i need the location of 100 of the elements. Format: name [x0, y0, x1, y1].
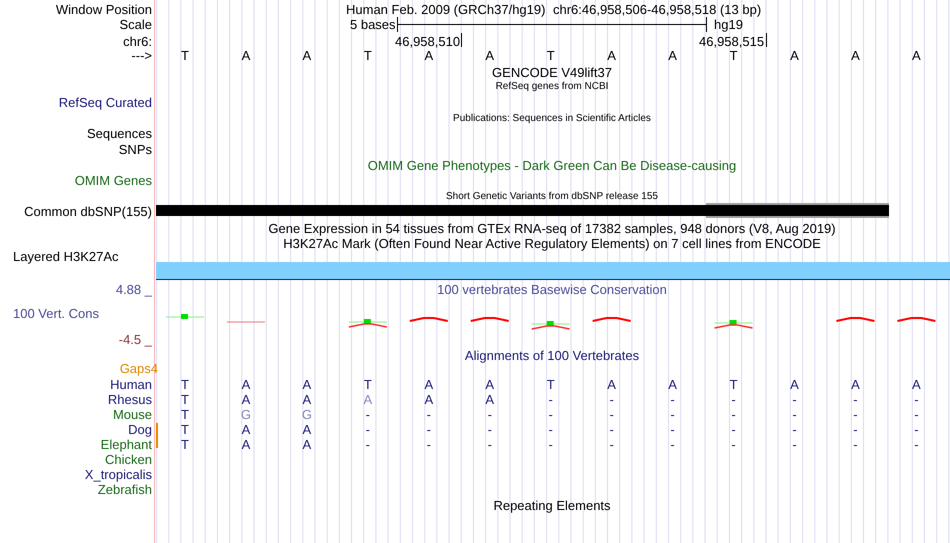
base-letter: A: [790, 49, 799, 62]
alignment-base: G: [240, 408, 251, 421]
position-label: 46,958,510: [395, 35, 460, 48]
alignment-base: A: [668, 378, 677, 391]
alignment-base: -: [670, 393, 675, 406]
base-letter: T: [364, 49, 372, 62]
alignment-base: T: [181, 408, 189, 421]
assembly-label: hg19: [714, 18, 743, 31]
alignment-base: A: [485, 393, 494, 406]
alignment-base: T: [546, 378, 555, 391]
base-letter: A: [424, 49, 434, 62]
alignment-base: A: [302, 423, 312, 436]
alignment-base: -: [792, 408, 797, 421]
track-title: Repeating Elements: [493, 499, 611, 512]
alignment-base: -: [792, 438, 797, 451]
alignment-base: -: [609, 393, 614, 406]
track-title: RefSeq genes from NCBI: [496, 82, 608, 92]
species-label: Human: [110, 378, 152, 391]
alignment-base: T: [181, 378, 189, 391]
alignment-base: -: [426, 408, 431, 421]
alignment-base: -: [548, 408, 553, 421]
track-title: Alignments of 100 Vertebrates: [464, 349, 640, 362]
row-label: Window Position: [56, 3, 152, 16]
strand-arrow-label: --->: [131, 49, 152, 62]
track-label: Layered H3K27Ac: [13, 250, 119, 263]
axis-label: -4.5 _: [118, 333, 152, 346]
track-title: GENCODE V49lift37: [492, 66, 612, 79]
alignment-base: -: [488, 423, 492, 436]
track-title: Publications: Sequences in Scientific Articles: [453, 114, 651, 124]
alignment-base: T: [181, 438, 189, 451]
base-letter: A: [607, 49, 616, 62]
alignment-base: -: [426, 423, 431, 436]
alignment-base: A: [424, 378, 434, 391]
track-label: 100 Vert. Cons: [13, 307, 99, 320]
base-letter: A: [242, 49, 250, 62]
scale-label: 5 bases: [350, 18, 396, 31]
track-title: Short Genetic Variants from dbSNP release 155: [446, 192, 658, 202]
track-label: OMIM Genes: [74, 174, 152, 187]
species-label: Dog: [128, 423, 152, 436]
base-letter: A: [485, 49, 494, 62]
alignment-base: -: [548, 423, 553, 436]
alignment-base: T: [364, 378, 372, 391]
track-label: Gaps4: [120, 362, 158, 375]
alignment-base: -: [731, 423, 736, 436]
base-letter: T: [546, 49, 555, 62]
alignment-base: A: [485, 378, 494, 391]
signal-band: [156, 262, 950, 279]
track-label: Sequences: [86, 127, 152, 140]
species-label: Mouse: [112, 408, 152, 421]
track-label: SNPs: [118, 143, 152, 156]
alignment-base: A: [242, 378, 250, 391]
alignment-base: A: [242, 438, 250, 451]
alignment-base: T: [181, 423, 189, 436]
alignment-base: -: [609, 423, 614, 436]
alignment-base: -: [853, 393, 858, 406]
species-label: Elephant: [100, 438, 152, 451]
alignment-base: G: [302, 408, 312, 421]
base-letter: A: [851, 49, 860, 62]
alignment-base: -: [366, 438, 370, 451]
alignment-base: -: [914, 423, 919, 436]
base-letter: T: [181, 49, 189, 62]
row-label: chr6:: [123, 35, 152, 48]
alignment-base: A: [302, 378, 312, 391]
species-label: X_tropicalis: [84, 468, 152, 481]
alignment-base: -: [670, 438, 675, 451]
track-label: Common dbSNP(155): [24, 205, 152, 218]
alignment-base: -: [548, 438, 553, 451]
alignment-base: -: [488, 408, 492, 421]
alignment-base: -: [914, 438, 919, 451]
species-label: Zebrafish: [98, 483, 152, 496]
alignment-base: -: [548, 393, 553, 406]
alignment-base: A: [242, 423, 250, 436]
alignment-base: -: [853, 423, 858, 436]
track-title: H3K27Ac Mark (Often Found Near Active Regulatory Elements) on 7 cell lines from ENCODE: [283, 237, 821, 250]
axis-label: 4.88 _: [116, 283, 152, 296]
alignment-base: A: [790, 378, 799, 391]
position-range: chr6:46,958,506-46,958,518 (13 bp): [553, 3, 762, 16]
alignment-base: -: [731, 393, 736, 406]
alignment-base: -: [366, 423, 370, 436]
alignment-base: A: [364, 393, 372, 406]
alignment-base: -: [914, 393, 919, 406]
track-label: RefSeq Curated: [58, 96, 152, 109]
alignment-base: -: [853, 408, 858, 421]
alignment-base: A: [607, 378, 616, 391]
alignment-base: A: [302, 438, 312, 451]
base-letter: A: [912, 49, 921, 62]
alignment-base: -: [426, 438, 431, 451]
base-letter: T: [730, 49, 738, 62]
alignment-base: -: [853, 438, 858, 451]
alignment-base: -: [792, 393, 797, 406]
alignment-base: -: [488, 438, 492, 451]
alignment-base: -: [731, 438, 736, 451]
base-letter: A: [668, 49, 677, 62]
alignment-base: A: [424, 393, 434, 406]
track-title: OMIM Gene Phenotypes - Dark Green Can Be Disease-causing: [368, 159, 736, 172]
track-title: 100 vertebrates Basewise Conservation: [437, 283, 667, 296]
alignment-base: -: [366, 408, 370, 421]
alignment-base: T: [181, 393, 189, 406]
species-label: Rhesus: [108, 393, 152, 406]
alignment-base: -: [609, 438, 614, 451]
